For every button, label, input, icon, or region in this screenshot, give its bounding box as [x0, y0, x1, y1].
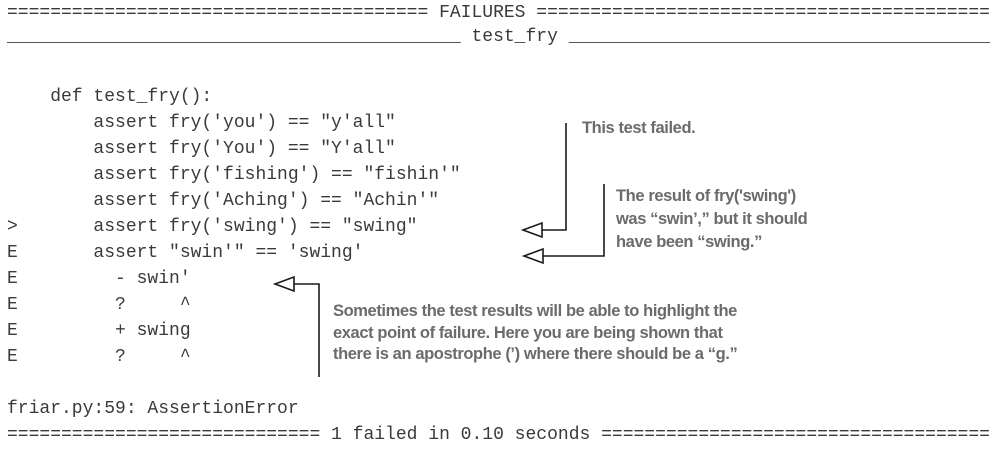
- callout-arrow-result-mismatch: [521, 184, 605, 265]
- callout-test-failed: This test failed.: [582, 119, 696, 137]
- failures-section-header: ======================================= …: [7, 3, 990, 47]
- callout-highlight-failure: Sometimes the test results will be able …: [333, 302, 738, 363]
- test-run-summary: friar.py:59: AssertionError ============…: [7, 399, 990, 445]
- callout-result-mismatch: The result of fry('swing') was “swin’,” …: [616, 187, 808, 251]
- test-fry-traceback: def test_fry(): assert fry('you') == "y'…: [7, 87, 461, 367]
- callout-arrow-test-failed: [520, 123, 567, 239]
